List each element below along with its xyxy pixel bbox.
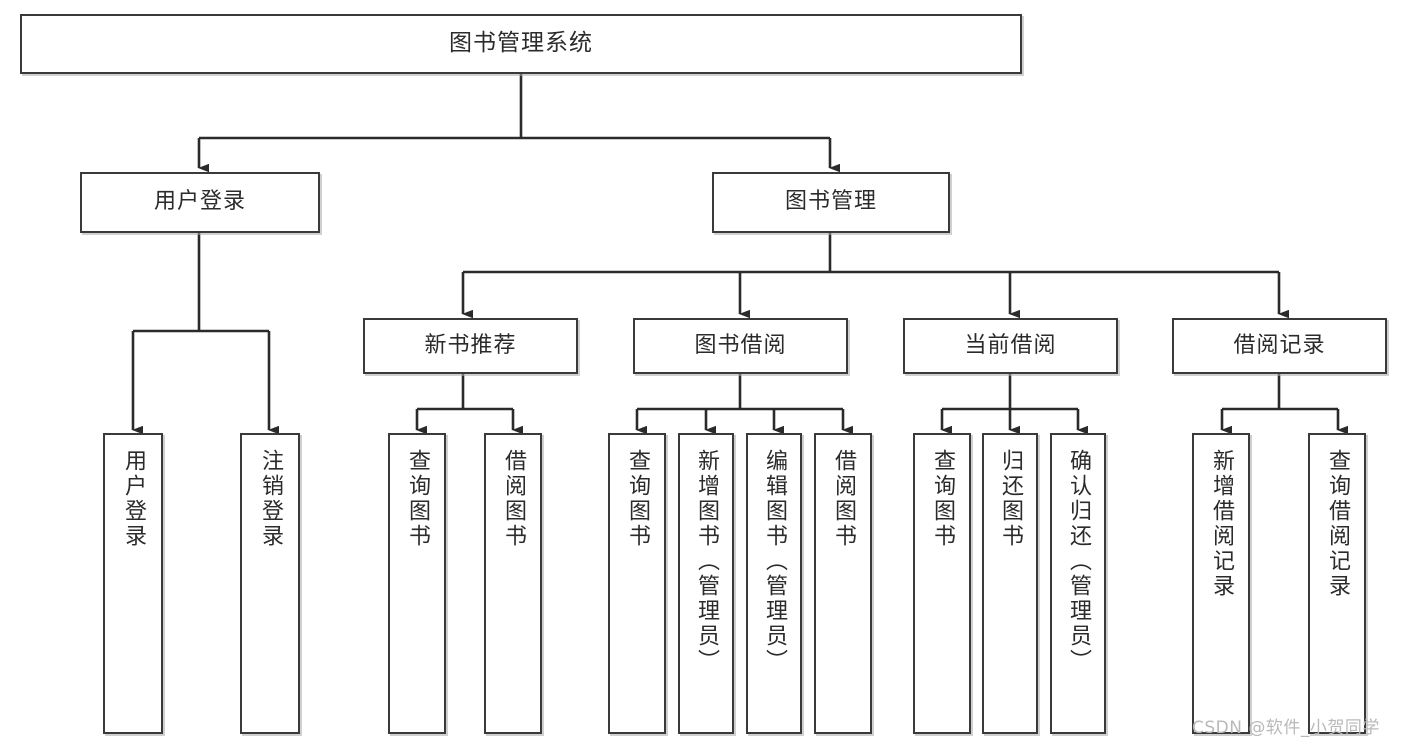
leaf-borrow-book-recommend[interactable]: 借阅图书 — [484, 433, 542, 734]
node-label: 当前借阅 — [964, 332, 1057, 358]
csdn-watermark: CSDN @软件_小贺同学 — [1192, 718, 1380, 738]
leaf-label: 新增借阅记录 — [1209, 449, 1234, 599]
leaf-label: 查询图书 — [405, 449, 430, 549]
node-current-borrow[interactable]: 当前借阅 — [903, 318, 1118, 374]
node-borrow-record[interactable]: 借阅记录 — [1172, 318, 1387, 374]
leaf-label: 用户登录 — [121, 449, 146, 549]
leaf-label: 借阅图书 — [831, 449, 856, 549]
leaf-query-book-recommend[interactable]: 查询图书 — [388, 433, 446, 734]
leaf-label: 归还图书 — [998, 449, 1023, 549]
leaf-borrow-book[interactable]: 借阅图书 — [814, 433, 872, 734]
node-label: 图书管理 — [784, 189, 877, 215]
node-book-management[interactable]: 图书管理 — [712, 172, 950, 233]
leaf-label: 查询图书 — [625, 449, 650, 549]
leaf-label: 新增图书（管理员） — [694, 449, 719, 674]
node-book-borrow[interactable]: 图书借阅 — [633, 318, 848, 374]
leaf-label: 编辑图书（管理员） — [762, 449, 787, 674]
leaf-label: 确认归还（管理员） — [1066, 449, 1091, 674]
node-root-system[interactable]: 图书管理系统 — [20, 14, 1022, 74]
leaf-label: 查询借阅记录 — [1325, 449, 1350, 599]
leaf-label: 注销登录 — [258, 449, 283, 549]
node-new-book-recommend[interactable]: 新书推荐 — [363, 318, 578, 374]
leaf-add-borrow-record[interactable]: 新增借阅记录 — [1192, 433, 1250, 734]
leaf-confirm-return-admin[interactable]: 确认归还（管理员） — [1050, 433, 1106, 734]
leaf-edit-book-admin[interactable]: 编辑图书（管理员） — [746, 433, 802, 734]
leaf-add-book-admin[interactable]: 新增图书（管理员） — [678, 433, 734, 734]
leaf-query-borrow-record[interactable]: 查询借阅记录 — [1308, 433, 1366, 734]
node-label: 图书借阅 — [694, 332, 787, 358]
node-user-login[interactable]: 用户登录 — [80, 172, 320, 233]
node-label: 用户登录 — [153, 189, 246, 215]
leaf-logout-login[interactable]: 注销登录 — [240, 433, 300, 734]
leaf-label: 查询图书 — [930, 449, 955, 549]
leaf-label: 借阅图书 — [501, 449, 526, 549]
node-label: 图书管理系统 — [449, 30, 593, 57]
leaf-return-book[interactable]: 归还图书 — [982, 433, 1038, 734]
leaf-user-login[interactable]: 用户登录 — [103, 433, 163, 734]
node-label: 新书推荐 — [424, 332, 517, 358]
leaf-query-book-borrow[interactable]: 查询图书 — [608, 433, 666, 734]
leaf-query-book-current[interactable]: 查询图书 — [913, 433, 971, 734]
node-label: 借阅记录 — [1233, 332, 1326, 358]
